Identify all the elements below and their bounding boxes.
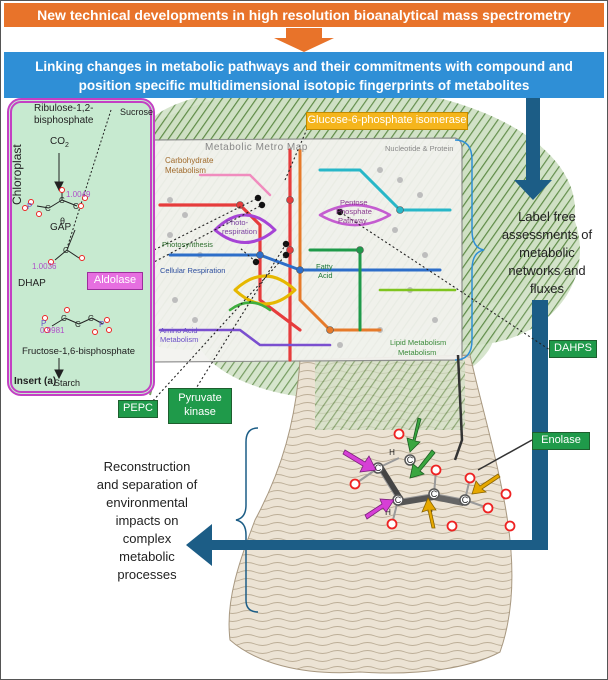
insert-molecule-sketch: CCC C CCC PPP θ	[22, 109, 112, 380]
metro-label-photorespiration-2: respiration	[222, 227, 258, 236]
svg-text:C: C	[375, 463, 382, 473]
metro-label-photorespiration: Photo-	[226, 218, 249, 227]
metro-label-photosynthesis: Photosynthesis	[162, 240, 213, 249]
subtitle-banner: Linking changes in metabolic pathways an…	[4, 52, 604, 98]
down-arrow-orange	[274, 28, 334, 52]
svg-text:C: C	[395, 495, 402, 505]
isotope-value-1: 1.0049	[66, 190, 91, 199]
metro-label-carbohydrate: Carbohydrate	[165, 156, 214, 165]
svg-text:C: C	[407, 455, 414, 465]
co2-label: CO2	[50, 136, 69, 149]
metro-label-pentose-2: Phosphate	[336, 207, 372, 216]
svg-text:C: C	[45, 204, 51, 213]
metro-map-title: Metabolic Metro Map	[205, 142, 308, 153]
tag-aldolase: Aldolase	[87, 272, 143, 290]
svg-text:C: C	[61, 314, 67, 323]
reconstruction-line-5: complex	[122, 531, 172, 546]
svg-text:H: H	[385, 508, 391, 517]
metro-label-lipid: Lipid Metabolism	[390, 338, 447, 347]
chloroplast-insert	[7, 98, 155, 396]
down-arrow-blue	[514, 98, 552, 200]
svg-text:C: C	[59, 196, 65, 205]
isotope-value-2: 1.0036	[32, 262, 57, 271]
metro-map-brace	[454, 139, 485, 361]
subtitle-line-2: position specific multidimensional isoto…	[78, 78, 530, 93]
metro-label-amino: Amino Acid	[160, 326, 198, 335]
svg-text:C: C	[88, 314, 94, 323]
insert-a-label: Insert (a)	[14, 376, 57, 387]
reconstruction-line-7: processes	[117, 567, 177, 582]
tag-pyruvate-kinase: Pyruvate kinase	[168, 388, 232, 424]
svg-text:P: P	[41, 319, 46, 328]
label-free-line-3: metabolic	[519, 245, 575, 260]
co2-subscript: 2	[65, 142, 69, 149]
svg-text:C: C	[431, 489, 438, 499]
metro-map-panel	[149, 137, 463, 363]
reconstruction-line-4: impacts on	[115, 513, 179, 528]
dhap-label: DHAP	[18, 278, 46, 289]
reconstruction-line-2: and separation of	[96, 477, 198, 492]
label-free-text: Label free assessments of metabolic netw…	[490, 208, 604, 298]
svg-text:C: C	[63, 246, 69, 255]
svg-text:θ: θ	[60, 216, 65, 226]
tag-glucose-6-phosphate-isomerase: Glucose-6-phosphate isomerase	[306, 112, 468, 130]
reconstruction-line-6: metabolic	[119, 549, 175, 564]
enolase-connector	[477, 439, 533, 471]
reconstruction-line-3: environmental	[106, 495, 188, 510]
label-free-line-5: fluxes	[530, 281, 564, 296]
metro-label-pentose-3: Pathway	[338, 216, 367, 225]
svg-text:P: P	[27, 202, 32, 211]
label-free-line-1: Label free	[518, 209, 576, 224]
sucrose-label: Sucrose	[120, 107, 154, 117]
tag-enolase: Enolase	[532, 432, 590, 450]
ribulose-label-2: bisphosphate	[34, 115, 94, 126]
tag-pepc: PEPC	[118, 400, 158, 418]
molecule-3d: C C C C C H H H	[342, 417, 516, 532]
tag-pyruvate-kinase-line-2: kinase	[184, 406, 216, 418]
tag-pyruvate-kinase-line-1: Pyruvate	[178, 392, 222, 404]
reconstruction-line-1: Reconstruction	[103, 459, 191, 474]
metro-label-pentose: Pentose	[340, 198, 368, 207]
title-banner: New technical developments in high resol…	[4, 3, 604, 27]
metro-label-nucleotide: Nucleotide & Protein	[385, 144, 454, 153]
metro-label-fatty-2: Acid	[318, 271, 333, 280]
tag-dahps: DAHPS	[549, 340, 597, 358]
svg-text:H: H	[389, 448, 395, 457]
metro-label-cellular: Cellular Respiration	[160, 266, 226, 275]
svg-text:C: C	[75, 320, 81, 329]
starch-label: Starch	[54, 378, 81, 388]
svg-text:C: C	[462, 495, 469, 505]
co2-text: CO	[50, 136, 65, 147]
svg-text:P: P	[99, 320, 104, 329]
label-free-line-2: assessments of	[501, 227, 593, 242]
gap-label: GAP	[50, 222, 72, 233]
ribulose-label-1: Ribulose-1,2-	[34, 103, 94, 114]
metro-label-metabolism: Metabolism	[398, 348, 437, 357]
isotope-value-3: 0.9981	[40, 326, 65, 335]
metro-label-fatty: Fatty	[316, 262, 333, 271]
metro-label-carbohydrate-2: Metabolism	[165, 166, 206, 175]
svg-text:C: C	[73, 202, 79, 211]
molecule-brace	[235, 427, 259, 613]
map-to-molecule-line	[453, 354, 464, 461]
label-free-line-4: networks and	[508, 263, 586, 278]
subtitle-line-1: Linking changes in metabolic pathways an…	[35, 59, 573, 74]
metro-label-amino-2: Metabolism	[160, 335, 199, 344]
reconstruction-text: Reconstruction and separation of environ…	[72, 458, 222, 584]
fructose-label: Fructose-1,6-bisphosphate	[22, 346, 136, 357]
isotope-arrows	[342, 417, 501, 529]
